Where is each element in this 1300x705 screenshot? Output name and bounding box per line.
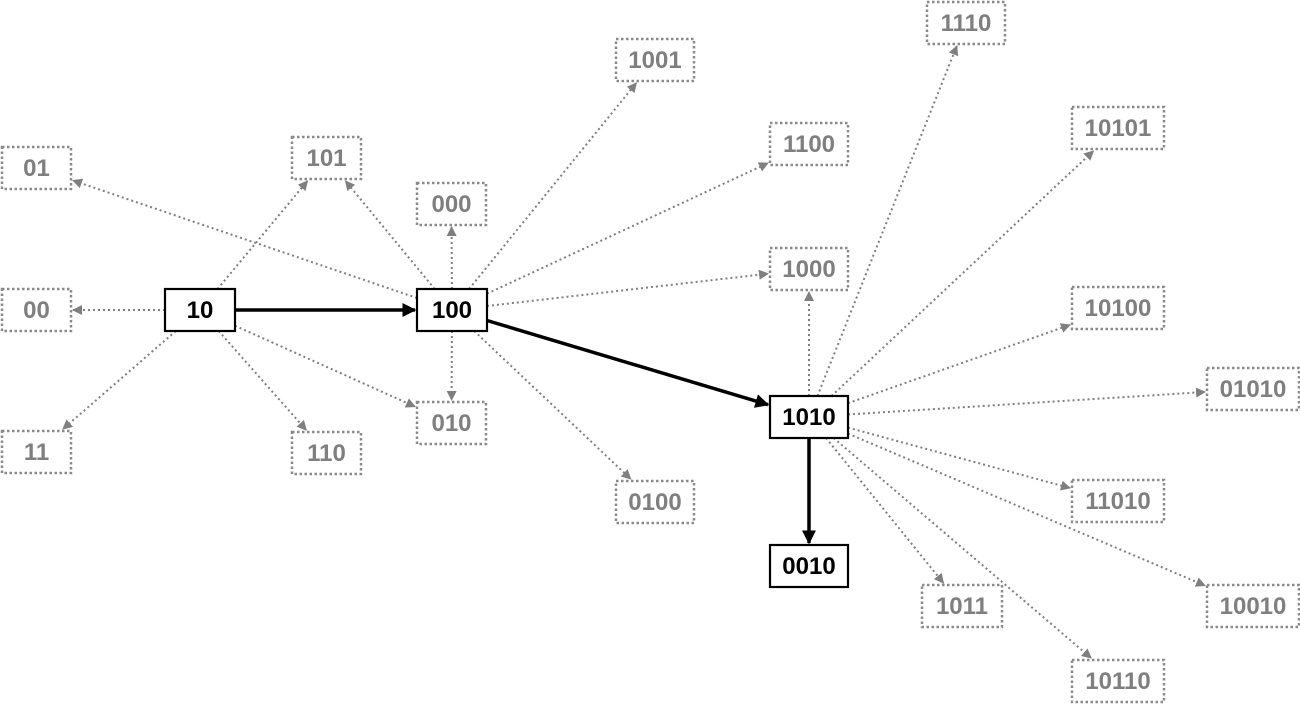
node-box: [0, 287, 73, 333]
node-box: [1205, 583, 1300, 629]
node-label: 100: [432, 297, 472, 324]
node-box: [614, 479, 696, 525]
candidate-node-1110: 1110: [925, 0, 1007, 46]
edge-100-to-01: [72, 178, 418, 299]
node-box: [768, 121, 850, 167]
node-box: [768, 246, 850, 292]
candidate-node-11010: 11010: [1070, 478, 1166, 524]
node-label: 11010: [1085, 488, 1150, 515]
edge-100-to-1001: [468, 82, 638, 290]
node-label: 1011: [936, 593, 988, 620]
node-box: [768, 394, 850, 440]
node-box: [415, 400, 488, 446]
edge-1010-to-11010: [847, 426, 1071, 491]
node-label: 01010: [1220, 376, 1287, 403]
node-label: 00: [23, 297, 50, 324]
edge-100-to-1100: [486, 162, 769, 295]
node-label: 000: [431, 191, 471, 218]
node-label: 1000: [782, 256, 835, 283]
node-label: 110: [307, 440, 346, 467]
candidate-node-10100: 10100: [1070, 285, 1166, 331]
node-box: [920, 583, 1004, 629]
candidate-node-10101: 10101: [1070, 105, 1166, 151]
candidate-node-00: 00: [0, 287, 73, 333]
candidate-node-1011: 1011: [920, 583, 1004, 629]
node-box: [768, 543, 850, 589]
edge-1010-to-1011: [825, 437, 945, 584]
node-label: 010: [431, 410, 471, 437]
node-label: 10101: [1085, 115, 1152, 142]
node-label: 10: [187, 297, 214, 324]
node-box: [1070, 478, 1166, 524]
candidate-node-10110: 10110: [1070, 658, 1166, 704]
node-label: 1010: [782, 404, 835, 431]
node-box: [290, 430, 363, 476]
node-box: [290, 135, 363, 181]
node-label: 1110: [941, 10, 992, 37]
candidate-node-1001: 1001: [614, 37, 696, 83]
node-box: [0, 429, 73, 475]
edge-10-to-101: [216, 180, 309, 290]
candidate-node-1000: 1000: [768, 246, 850, 292]
state-node-0010: 0010: [768, 543, 850, 589]
state-node-100: 100: [415, 287, 489, 333]
candidate-node-101: 101: [290, 135, 363, 181]
candidate-node-1100: 1100: [768, 121, 850, 167]
node-label: 1100: [783, 131, 835, 158]
edge-1010-to-01010: [847, 387, 1206, 416]
node-label: 10100: [1085, 295, 1152, 322]
edges-layer: [62, 45, 1206, 659]
candidate-node-01: 01: [0, 145, 73, 191]
edge-1010-to-10110: [832, 437, 1092, 659]
node-label: 101: [306, 145, 346, 172]
node-box: [1070, 105, 1166, 151]
node-label: 01: [23, 155, 50, 182]
node-box: [1205, 366, 1300, 412]
edge-10-to-010: [234, 324, 416, 408]
node-label: 10110: [1085, 668, 1150, 695]
node-box: [1070, 658, 1166, 704]
candidate-node-01010: 01010: [1205, 366, 1300, 412]
edge-100-to-1000: [486, 269, 769, 307]
node-label: 1001: [628, 47, 681, 74]
node-box: [0, 145, 73, 191]
state-node-1010: 1010: [768, 394, 850, 440]
state-node-10: 10: [163, 287, 237, 333]
node-label: 10010: [1220, 593, 1287, 620]
edge-10-to-11: [62, 330, 177, 430]
node-box: [925, 0, 1007, 46]
candidate-node-110: 110: [290, 430, 363, 476]
node-label: 0010: [782, 553, 835, 580]
edge-1010-to-10100: [847, 323, 1071, 405]
candidate-node-010: 010: [415, 400, 488, 446]
node-box: [1070, 285, 1166, 331]
candidate-node-11: 11: [0, 429, 73, 475]
candidate-node-0100: 0100: [614, 479, 696, 525]
candidate-node-10010: 10010: [1205, 583, 1300, 629]
node-box: [415, 181, 488, 227]
node-label: 11: [24, 439, 49, 466]
edge-10-to-110: [217, 330, 307, 431]
candidate-node-000: 000: [415, 181, 488, 227]
edge-1010-to-10101: [830, 150, 1095, 397]
edge-100-to-0100: [473, 330, 632, 480]
node-box: [163, 287, 237, 333]
node-label: 0100: [628, 489, 681, 516]
edge-100-to-101: [344, 180, 436, 290]
node-box: [415, 287, 489, 333]
node-box: [614, 37, 696, 83]
edge-100-to-1010: [486, 318, 770, 408]
